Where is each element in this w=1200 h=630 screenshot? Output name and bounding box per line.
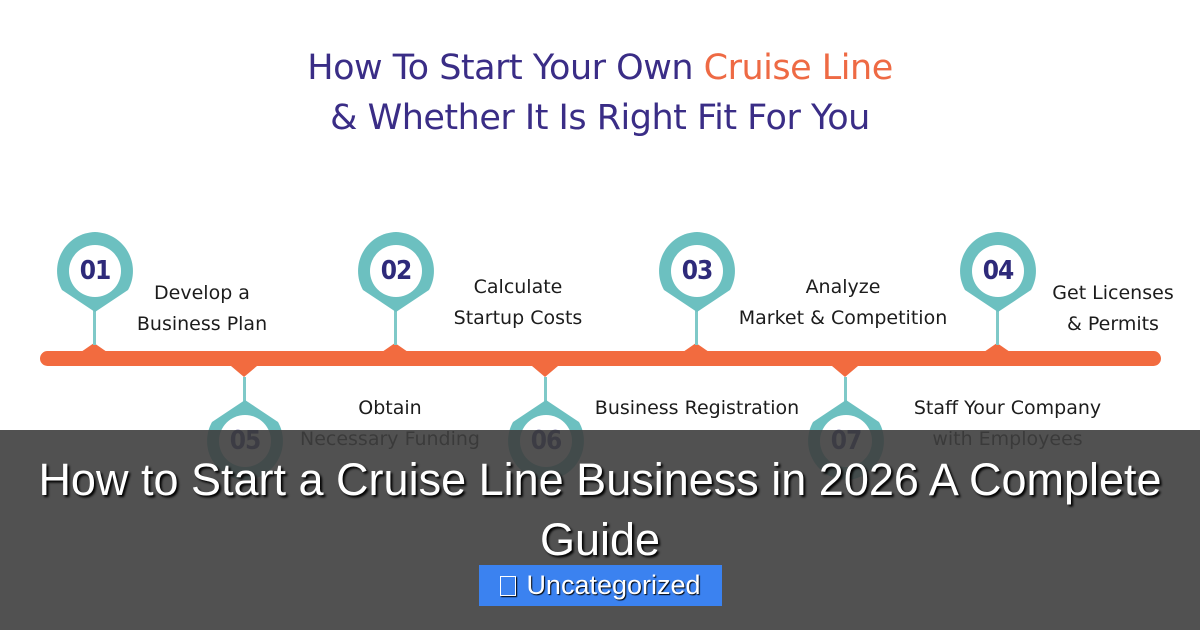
category-label: Uncategorized xyxy=(526,570,701,600)
infographic-title-line2: & Whether It Is Right Fit For You xyxy=(330,98,870,138)
step-label-01: Develop a Business Plan xyxy=(122,278,282,340)
pin-stem xyxy=(394,305,397,345)
step-label-line: Staff Your Company xyxy=(913,397,1102,419)
folder-icon xyxy=(500,576,517,596)
timeline-notch xyxy=(984,343,1010,352)
step-pin-02: 02 xyxy=(357,232,435,312)
step-pin-03: 03 xyxy=(658,232,736,312)
step-label-line: Get Licenses xyxy=(1052,282,1174,304)
post-title-link[interactable]: How to Start a Cruise Line Business in 2… xyxy=(38,454,1162,565)
step-label-04: Get Licenses & Permits xyxy=(1038,278,1188,340)
map-pin-icon xyxy=(358,232,434,312)
step-label-line: Startup Costs xyxy=(453,307,583,329)
step-pin-01: 01 xyxy=(56,232,134,312)
step-number: 01 xyxy=(79,256,112,286)
timeline-notch xyxy=(231,366,257,377)
pin-stem xyxy=(243,377,246,405)
step-label-02: Calculate Startup Costs xyxy=(438,272,598,334)
infographic-title-line1: How To Start Your Own Cruise Line xyxy=(0,48,1200,88)
step-number: 04 xyxy=(982,256,1015,286)
step-number: 02 xyxy=(380,256,413,286)
pin-stem xyxy=(844,377,847,405)
timeline-notch xyxy=(683,343,709,352)
pin-stem xyxy=(544,377,547,405)
title-prefix: How To Start Your Own xyxy=(307,48,704,88)
pin-stem xyxy=(695,305,698,345)
timeline-notch xyxy=(81,343,107,352)
timeline-notch xyxy=(532,366,558,377)
step-label-line: Market & Competition xyxy=(738,307,948,329)
pin-stem xyxy=(93,305,96,345)
timeline-notch xyxy=(382,343,408,352)
map-pin-icon xyxy=(960,232,1036,312)
step-label-line: Calculate xyxy=(473,276,563,298)
step-label-line: Develop a xyxy=(154,282,250,304)
step-label-line: Business Plan xyxy=(136,313,268,335)
step-label-06: Business Registration xyxy=(578,393,816,424)
category-badge[interactable]: Uncategorized xyxy=(479,565,722,606)
pin-stem xyxy=(996,305,999,345)
step-label-line: & Permits xyxy=(1067,313,1159,335)
step-label-03: Analyze Market & Competition xyxy=(718,272,968,334)
title-accent: Cruise Line xyxy=(703,48,894,88)
step-pin-04: 04 xyxy=(959,232,1037,312)
step-label-line: Analyze xyxy=(805,276,881,298)
map-pin-icon xyxy=(57,232,133,312)
timeline-bar xyxy=(40,351,1161,366)
timeline-notch xyxy=(832,366,858,377)
step-label-line: Obtain xyxy=(358,397,422,419)
step-label-line: Business Registration xyxy=(594,397,800,419)
map-pin-icon xyxy=(659,232,735,312)
step-number: 03 xyxy=(681,256,714,286)
